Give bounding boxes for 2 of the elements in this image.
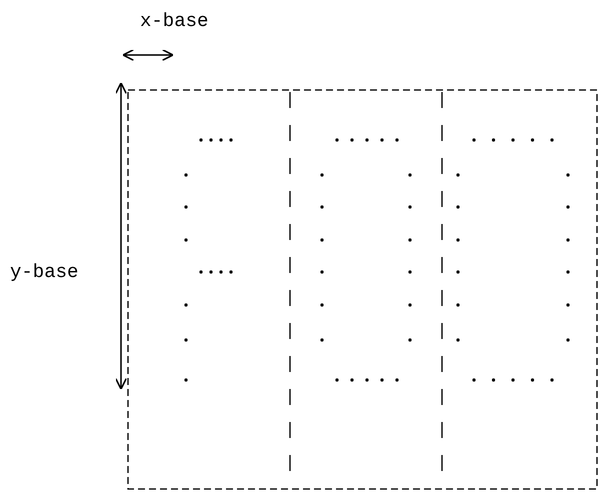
axis-label: x-base	[140, 12, 208, 31]
axis-label: y-base	[10, 263, 78, 282]
